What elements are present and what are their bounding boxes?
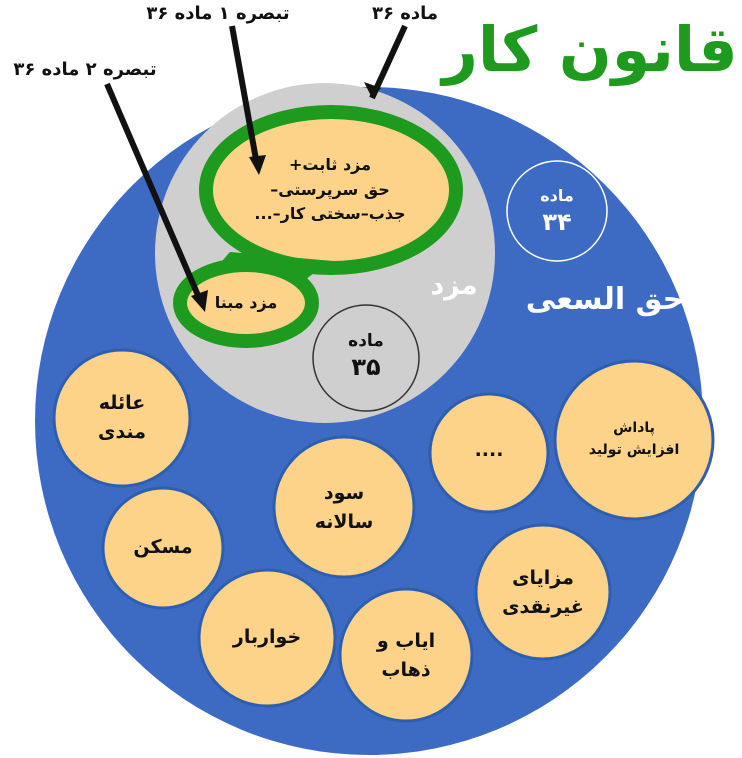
family-text: عائله مندی xyxy=(62,380,182,456)
label-note-1: تبصره ۱ ماده ۳۶ xyxy=(146,3,290,24)
family-bubble xyxy=(52,348,192,488)
family-line-2: مندی xyxy=(98,421,146,443)
commute-line-1: ایاب و xyxy=(376,629,436,652)
housing-bubble xyxy=(101,486,225,610)
article-35-number: ۳۵ xyxy=(351,353,381,382)
more-text: .... xyxy=(474,439,504,462)
productivity-bonus-line-2: افزایش تولید xyxy=(588,442,680,458)
groceries-text: خواربار xyxy=(232,626,302,649)
arrowhead-article-36 xyxy=(364,82,381,98)
non-cash-line-2: غیرنقدی xyxy=(502,596,584,618)
family-line-1: عائله xyxy=(98,391,146,414)
productivity-bonus-text: پاداش افزایش تولید xyxy=(574,412,694,468)
mozd-label: مزد xyxy=(430,270,478,301)
label-note-2: تبصره ۲ ماده ۳۶ xyxy=(13,59,157,80)
commute-text: ایاب و ذهاب xyxy=(351,618,461,694)
productivity-bonus-bubble xyxy=(553,359,715,521)
label-article-36: ماده ۳۶ xyxy=(371,3,439,24)
non-cash-bubble xyxy=(474,523,612,661)
annual-profit-line-2: سالانه xyxy=(314,511,374,533)
article-35-circle xyxy=(312,304,420,412)
page-title: قانون کار xyxy=(442,13,738,86)
more-bubble xyxy=(428,392,550,514)
article-35-word: ماده xyxy=(348,331,384,351)
annual-profit-bubble xyxy=(272,435,416,579)
haghossa-label: حق السعی xyxy=(525,282,685,317)
non-cash-text: مزایای غیرنقدی xyxy=(483,555,603,631)
article-35-text: ماده ۳۵ xyxy=(316,330,416,383)
non-cash-line-1: مزایای xyxy=(512,566,574,589)
annual-profit-text: سود سالانه xyxy=(289,470,399,546)
arrowhead-note-2 xyxy=(191,290,208,312)
fixed-wage-line-1: مزد ثابت+ xyxy=(289,154,372,174)
housing-text: مسکن xyxy=(133,536,193,559)
arrowhead-note-1 xyxy=(249,155,266,175)
article-34-text: ماده ۳۴ xyxy=(507,186,607,238)
article-34-circle xyxy=(506,160,608,262)
fixed-wage-line-3: جذب–سختی کار–... xyxy=(254,204,406,224)
arrow-note-1 xyxy=(229,25,260,166)
commute-line-2: ذهاب xyxy=(381,659,431,681)
productivity-bonus-line-1: پاداش xyxy=(613,420,655,437)
arrow-note-2 xyxy=(104,82,203,302)
article-34-number: ۳۴ xyxy=(542,207,572,236)
arrow-article-36 xyxy=(369,24,408,100)
base-wage-bubble xyxy=(173,258,319,348)
annual-profit-line-1: سود xyxy=(323,481,365,504)
commute-bubble xyxy=(338,587,474,723)
fixed-wage-text: مزد ثابت+ حق سرپرستی– جذب–سختی کار–... xyxy=(240,148,420,232)
fixed-wage-bubble xyxy=(199,105,463,275)
fixed-wage-line-2: حق سرپرستی– xyxy=(270,179,390,199)
base-wage-label: مزد مبنا xyxy=(214,292,278,312)
article-34-word: ماده xyxy=(540,186,574,205)
groceries-bubble xyxy=(197,568,337,708)
